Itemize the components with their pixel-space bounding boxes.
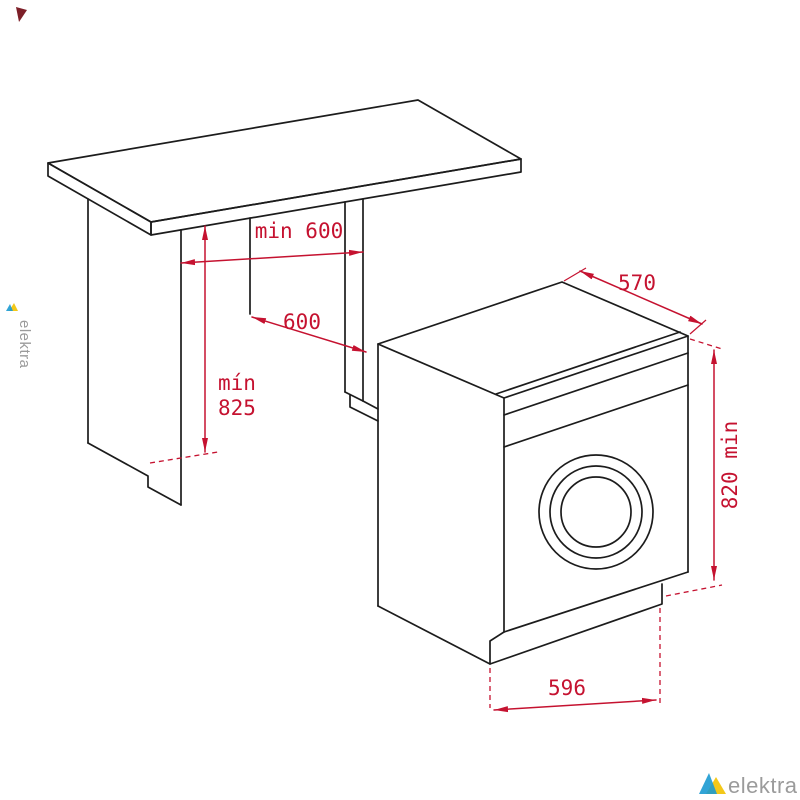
dim-niche-height-label-2: 825: [218, 396, 256, 420]
dim-niche-depth-label: 600: [283, 310, 321, 334]
watermark-left-brand: elektra: [16, 320, 33, 369]
dim-machine-height-ext-bottom-dashed: [665, 584, 723, 597]
dim-niche-width-group: min 600: [180, 219, 364, 266]
washing-machine-group: [377, 281, 689, 665]
machine-plinth: [489, 583, 663, 665]
dim-machine-height-ext-top-dashed: [689, 338, 723, 350]
niche-right-panel-foot: [349, 394, 379, 422]
watermark-brand: elektra: [728, 773, 798, 798]
logo-triangle-blue-icon: [699, 773, 717, 794]
dim-niche-width-arrow: [180, 249, 364, 266]
dim-machine-depth-ext-right: [689, 319, 707, 335]
dim-niche-depth-group: 600: [251, 310, 367, 353]
dim-machine-width-label: 596: [548, 676, 586, 700]
machine-control-panel-band: [503, 352, 689, 448]
dim-machine-width-group: 596: [489, 608, 661, 713]
watermark-fragment-shape: [16, 7, 27, 22]
counter-left-edge: [47, 162, 152, 236]
cabinet-toe-kick: [87, 442, 182, 506]
dim-niche-height-group: mín 825: [149, 225, 256, 464]
logo-triangle-blue-icon: [6, 304, 13, 311]
machine-top-inset-line: [495, 331, 681, 395]
watermark-left: elektra: [6, 303, 33, 369]
dim-niche-height-label-1: mín: [218, 371, 256, 395]
counter-group: [47, 99, 522, 236]
niche-right-panel-group: [344, 198, 379, 422]
machine-top-face: [377, 281, 689, 399]
dim-machine-depth-group: 570: [563, 267, 707, 335]
niche-right-panel-bottom: [344, 391, 364, 402]
dim-machine-height-group: 820 min: [665, 338, 742, 597]
watermark-bottom-right: elektra: [699, 773, 798, 798]
machine-left-bottom-edge: [377, 605, 491, 665]
dim-machine-width-arrow: [493, 697, 657, 713]
dim-machine-depth-label: 570: [618, 271, 656, 295]
dim-floor-extension-dashed: [149, 451, 219, 464]
machine-door-inner-ring: [549, 465, 643, 559]
dim-niche-width-label: min 600: [255, 219, 344, 243]
dim-machine-depth-arrow: [579, 270, 703, 325]
cabinet-left-group: [87, 198, 251, 506]
watermark-fragment-top-left: [16, 7, 27, 22]
machine-door: [538, 454, 654, 570]
machine-door-outer-ring: [538, 454, 654, 570]
machine-kick-line: [503, 571, 689, 633]
machine-door-glass: [560, 476, 632, 548]
dim-machine-depth-ext-left: [563, 267, 587, 282]
dim-machine-height-label: 820 min: [718, 421, 742, 510]
dim-niche-depth-arrow: [251, 316, 367, 353]
